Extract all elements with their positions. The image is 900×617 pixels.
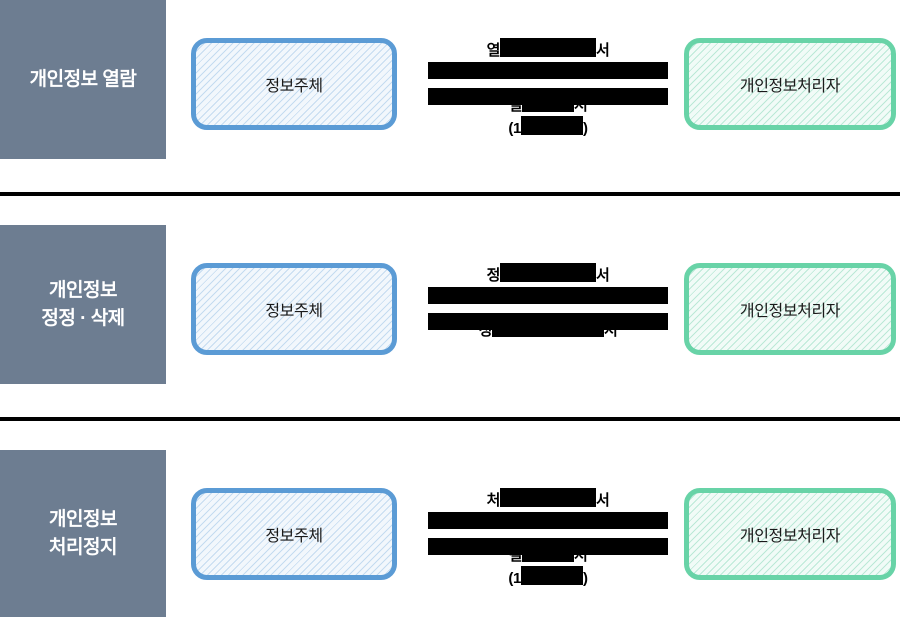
flow-label-below-sub-suffix-suspension: ) xyxy=(582,569,588,587)
actor-label-subject-suspension: 정보주체 xyxy=(265,528,323,545)
flow-label-above-prefix-access: 열 xyxy=(486,42,501,59)
actor-box-controller-access: 개인정보처리자 xyxy=(684,38,896,130)
category-label-suspension: 개인정보 처리정지 xyxy=(49,508,117,558)
actor-box-subject-correction: 정보주체 xyxy=(191,263,397,355)
flow-label-below-sub-suspension: (1) xyxy=(428,565,668,589)
flow-label-below-sub-suffix-access: ) xyxy=(582,119,588,137)
redaction-bar-below-sub-access xyxy=(520,115,583,135)
flow-label-below-sub-access: (1) xyxy=(428,115,668,139)
redaction-bar-below-sub-suspension xyxy=(520,565,583,585)
flow-label-below-access: 열 서 (1) xyxy=(428,93,668,139)
flow-label-above-prefix-suspension: 처 xyxy=(486,492,501,509)
flow-label-above-prefix-correction: 정 xyxy=(486,267,501,284)
flow-label-below-suspension: 결 서 (1) xyxy=(428,543,668,589)
actor-box-controller-correction: 개인정보처리자 xyxy=(684,263,896,355)
flow-label-below-suffix-correction: 서 xyxy=(604,322,618,339)
category-label-access: 개인정보 열람 xyxy=(29,68,137,90)
redaction-bar-below-access xyxy=(522,93,574,112)
flow-label-below-prefix-correction: 정 xyxy=(478,322,493,339)
redacted-arrow-request-access xyxy=(428,62,668,79)
flow-label-above-suffix-access: 서 xyxy=(596,42,610,59)
redacted-arrow-request-suspension xyxy=(428,512,668,529)
category-block-suspension: 개인정보 처리정지 xyxy=(0,450,166,617)
redaction-bar-below-correction xyxy=(492,318,604,337)
actor-label-controller-suspension: 개인정보처리자 xyxy=(739,528,841,545)
actor-label-subject-access: 정보주체 xyxy=(265,78,323,95)
category-block-access: 개인정보 열람 xyxy=(0,0,166,159)
redacted-arrow-request-correction xyxy=(428,287,668,304)
flow-label-below-sub-prefix-suspension: (1 xyxy=(508,569,521,587)
redaction-bar-above-access xyxy=(500,38,596,57)
section-divider-2 xyxy=(0,417,900,421)
actor-label-controller-correction: 개인정보처리자 xyxy=(739,303,841,320)
category-label-correction: 개인정보 정정 · 삭제 xyxy=(41,279,125,329)
actor-label-controller-access: 개인정보처리자 xyxy=(739,78,841,95)
flow-label-above-suffix-correction: 서 xyxy=(596,267,610,284)
flow-label-below-suffix-suspension: 서 xyxy=(574,547,588,564)
redaction-bar-above-suspension xyxy=(500,488,596,507)
actor-box-subject-suspension: 정보주체 xyxy=(191,488,397,580)
flow-label-below-prefix-access: 열 xyxy=(508,97,523,114)
redaction-bar-below-suspension xyxy=(522,543,574,562)
actor-label-subject-correction: 정보주체 xyxy=(265,303,323,320)
section-divider-1 xyxy=(0,192,900,196)
flow-label-below-suffix-access: 서 xyxy=(574,97,588,114)
actor-box-subject-access: 정보주체 xyxy=(191,38,397,130)
flow-label-below-prefix-suspension: 결 xyxy=(508,547,523,564)
actor-box-controller-suspension: 개인정보처리자 xyxy=(684,488,896,580)
redaction-bar-above-correction xyxy=(500,263,596,282)
flow-label-below-sub-prefix-access: (1 xyxy=(508,119,521,137)
flow-label-above-suffix-suspension: 서 xyxy=(596,492,610,509)
category-block-correction: 개인정보 정정 · 삭제 xyxy=(0,225,166,384)
